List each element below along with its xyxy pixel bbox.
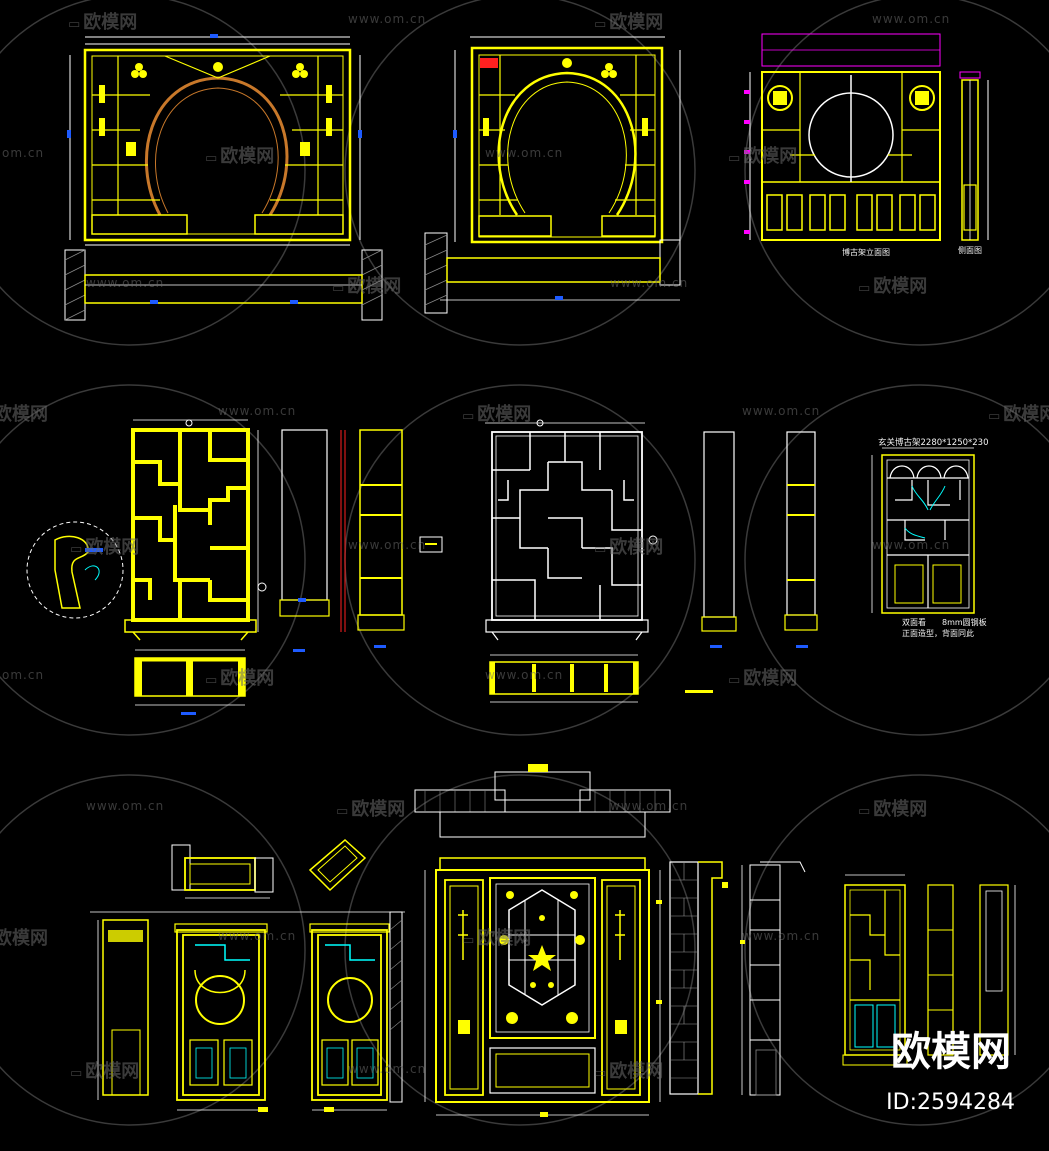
bogu-shelf-elevation-5 [485, 419, 818, 703]
watermark-url: www.om.cn [872, 12, 951, 26]
watermark-logo: ▭欧模网 [462, 404, 532, 425]
watermark-logo: ▭欧模网 [728, 668, 798, 689]
watermark-url: www.om.cn [86, 799, 165, 813]
watermark-logo: 欧模网 [0, 404, 48, 425]
watermark-url: www.om.cn [218, 404, 297, 418]
display-cabinet-elevation-8 [414, 764, 671, 1117]
watermark-url: om.cn [2, 668, 45, 682]
section-profiles-9 [669, 861, 806, 1096]
watermark-url: www.om.cn [872, 538, 951, 552]
twin-cabinet-elevation-7 [90, 839, 405, 1112]
watermark-url: www.om.cn [485, 668, 564, 682]
moon-gate-elevation-1 [64, 34, 383, 321]
watermark-logo: ▭欧模网 [68, 12, 138, 33]
label-note-line2: 8mm圆钢板 [942, 618, 987, 627]
watermark-url: www.om.cn [742, 929, 821, 943]
watermark-url: www.om.cn [348, 12, 427, 26]
watermark-url: www.om.cn [742, 404, 821, 418]
watermark-url: www.om.cn [218, 929, 297, 943]
watermark-logo: 欧模网 [0, 928, 48, 949]
maze-shelf-elevation-4 [26, 419, 443, 715]
watermark-logo: ▭欧模网 [205, 668, 275, 689]
watermark-logo: ▭欧模网 [70, 1061, 140, 1082]
watermark-logo: ▭欧模网 [462, 928, 532, 949]
watermark-logo: ▭欧模网 [336, 799, 406, 820]
watermark-logo: ▭欧模网 [858, 276, 928, 297]
label-elevation-side: 侧面图 [958, 246, 982, 255]
shelf-elevation-3 [744, 33, 989, 241]
watermark-logo: ▭欧模网 [594, 1061, 664, 1082]
watermark-url: www.om.cn [610, 799, 689, 813]
brand-logo-text: 欧模网 [891, 1029, 1011, 1075]
entrance-cabinet-elevation-6 [871, 447, 975, 614]
watermark-logo: ▭欧模网 [594, 12, 664, 33]
label-elevation-front: 博古架立面图 [842, 248, 890, 257]
watermark-url: om.cn [2, 146, 45, 160]
brand-id-text: ID:2594284 [886, 1090, 1015, 1115]
watermark-url: www.om.cn [348, 1062, 427, 1076]
moon-gate-elevation-2 [424, 36, 681, 314]
watermark-logo: ▭欧模网 [988, 404, 1049, 425]
watermark-url: www.om.cn [348, 538, 427, 552]
right-cabinet-elevation-10 [842, 874, 1016, 1066]
watermark-logo: ▭欧模网 [70, 537, 140, 558]
label-note-line1: 双面看 [902, 618, 926, 627]
watermark-url: www.om.cn [86, 276, 165, 290]
watermark-logo: ▭欧模网 [205, 146, 275, 167]
watermark-logo: ▭欧模网 [594, 537, 664, 558]
label-note-line3: 正面造型，背面同此 [902, 629, 974, 638]
label-cabinet-title: 玄关博古架2280*1250*230 [878, 438, 989, 448]
watermark-url: www.om.cn [485, 146, 564, 160]
watermark-logo: ▭欧模网 [858, 799, 928, 820]
watermark-logo: ▭欧模网 [728, 146, 798, 167]
watermark-logo: ▭欧模网 [332, 276, 402, 297]
watermark-arcs [0, 0, 1049, 1126]
watermark-url: www.om.cn [610, 276, 689, 290]
